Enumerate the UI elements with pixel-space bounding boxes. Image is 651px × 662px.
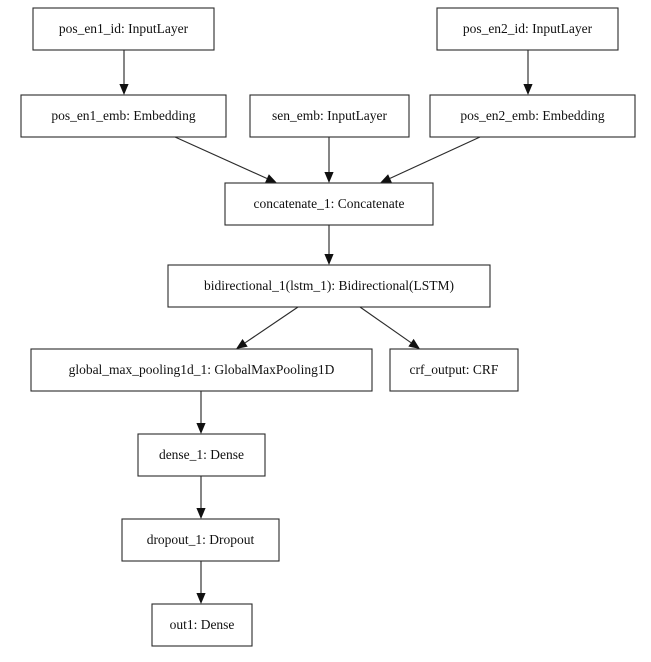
edge-bidirectional_1-to-crf_output (359, 306, 420, 349)
node-box[interactable] (32, 7, 215, 51)
node-label: dense_1: Dense (159, 447, 244, 462)
node-box[interactable] (121, 518, 280, 562)
node-label: bidirectional_1(lstm_1): Bidirectional(L… (204, 278, 454, 293)
nodes-layer: pos_en1_id: InputLayer pos_en2_id: InputL… (20, 7, 636, 647)
arrowhead-icon (236, 339, 248, 349)
node-label: pos_en2_emb: Embedding (460, 108, 605, 123)
arrowhead-icon (196, 593, 206, 604)
node-label: global_max_pooling1d_1: GlobalMaxPooling… (69, 362, 335, 377)
node-label: dropout_1: Dropout (147, 532, 255, 547)
node-box[interactable] (224, 182, 434, 226)
node-concatenate_1[interactable]: concatenate_1: Concatenate (224, 182, 434, 226)
node-label: pos_en2_id: InputLayer (463, 21, 593, 36)
node-pos_en1_id[interactable]: pos_en1_id: InputLayer (32, 7, 215, 51)
node-box[interactable] (151, 603, 253, 647)
edge-pos_en1_emb-to-concatenate_1 (174, 136, 277, 183)
edges-layer (119, 50, 533, 604)
node-box[interactable] (389, 348, 519, 392)
node-dropout_1[interactable]: dropout_1: Dropout (121, 518, 280, 562)
arrowhead-icon (324, 172, 334, 183)
node-label: pos_en1_emb: Embedding (51, 108, 196, 123)
edge-dense_1-to-dropout_1 (196, 476, 206, 519)
edge-line (359, 306, 412, 344)
arrowhead-icon (265, 174, 277, 183)
edge-pos_en2_emb-to-concatenate_1 (380, 136, 481, 183)
edge-line (244, 306, 299, 344)
arrowhead-icon (196, 423, 206, 434)
node-box[interactable] (20, 94, 227, 138)
node-label: crf_output: CRF (410, 362, 499, 377)
edge-global_max_pooling1d_1-to-dense_1 (196, 391, 206, 434)
arrowhead-icon (523, 84, 533, 95)
node-box[interactable] (429, 94, 636, 138)
edge-dropout_1-to-out1 (196, 561, 206, 604)
edge-concatenate_1-to-bidirectional_1 (324, 225, 334, 265)
node-global_max_pooling1d_1[interactable]: global_max_pooling1d_1: GlobalMaxPooling… (30, 348, 373, 392)
node-label: sen_emb: InputLayer (272, 108, 388, 123)
edge-line (389, 136, 481, 179)
node-sen_emb[interactable]: sen_emb: InputLayer (249, 94, 410, 138)
node-box[interactable] (249, 94, 410, 138)
node-out1[interactable]: out1: Dense (151, 603, 253, 647)
arrowhead-icon (408, 338, 420, 349)
node-label: concatenate_1: Concatenate (253, 196, 404, 211)
arrowhead-icon (119, 84, 129, 95)
arrowhead-icon (324, 254, 334, 265)
node-bidirectional_1[interactable]: bidirectional_1(lstm_1): Bidirectional(L… (167, 264, 491, 308)
node-box[interactable] (436, 7, 619, 51)
node-crf_output[interactable]: crf_output: CRF (389, 348, 519, 392)
edge-pos_en1_id-to-pos_en1_emb (119, 50, 129, 95)
node-pos_en2_id[interactable]: pos_en2_id: InputLayer (436, 7, 619, 51)
edge-bidirectional_1-to-global_max_pooling1d_1 (236, 306, 299, 349)
node-box[interactable] (137, 433, 266, 477)
node-label: pos_en1_id: InputLayer (59, 21, 189, 36)
node-dense_1[interactable]: dense_1: Dense (137, 433, 266, 477)
edge-sen_emb-to-concatenate_1 (324, 137, 334, 183)
node-pos_en2_emb[interactable]: pos_en2_emb: Embedding (429, 94, 636, 138)
node-box[interactable] (30, 348, 373, 392)
arrowhead-icon (196, 508, 206, 519)
node-label: out1: Dense (170, 617, 235, 632)
node-pos_en1_emb[interactable]: pos_en1_emb: Embedding (20, 94, 227, 138)
edge-line (174, 136, 268, 180)
arrowhead-icon (380, 174, 392, 183)
node-box[interactable] (167, 264, 491, 308)
edge-pos_en2_id-to-pos_en2_emb (523, 50, 533, 95)
